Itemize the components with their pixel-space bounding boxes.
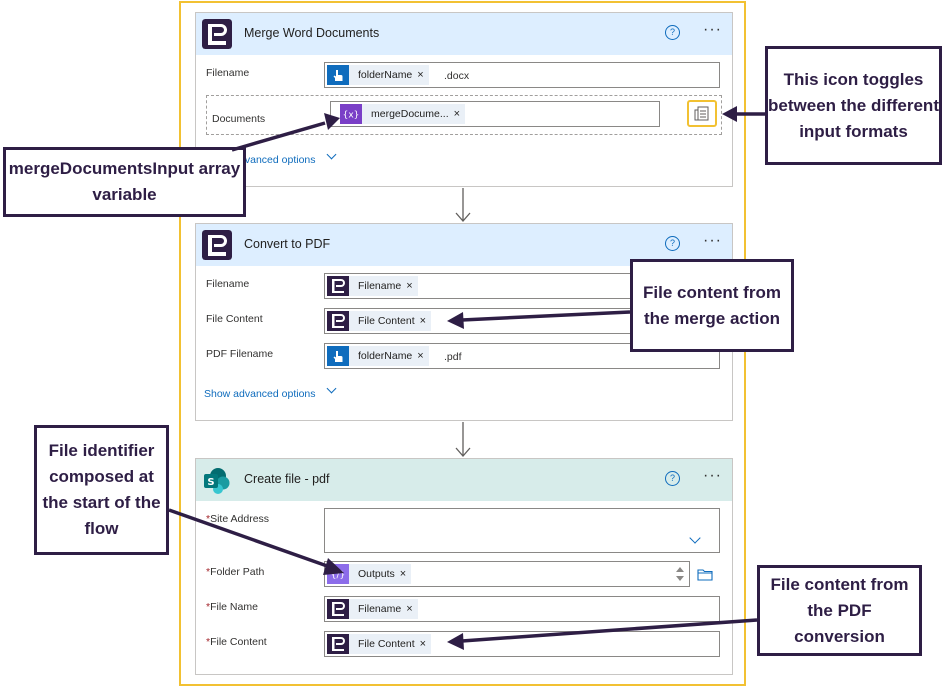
filename-token[interactable]: Filename × <box>327 599 418 619</box>
token-label: File Content <box>358 315 415 327</box>
required-mark: * <box>206 636 211 648</box>
site-address-dropdown[interactable] <box>324 508 720 553</box>
site-address-label-text: Site Address <box>210 513 270 525</box>
folder-icon[interactable] <box>697 567 713 581</box>
encodian-logo-icon <box>202 19 232 49</box>
filename-field[interactable]: folderName × .docx <box>324 62 720 88</box>
help-icon[interactable]: ? <box>665 25 680 40</box>
encodian-logo-icon <box>327 599 349 619</box>
more-options-icon[interactable]: ··· <box>703 232 722 249</box>
file-content-label: File Content <box>206 313 263 325</box>
token-label: mergeDocume... <box>371 108 449 120</box>
svg-text:{x}: {x} <box>343 111 360 121</box>
required-mark: * <box>206 601 211 613</box>
annotation-merge-variable: mergeDocumentsInput array variable <box>3 147 246 217</box>
merge-card-title: Merge Word Documents <box>244 26 380 40</box>
token-label: folderName <box>358 350 413 362</box>
annotation-toggle-icon: This icon toggles between the different … <box>765 46 942 165</box>
chevron-down-icon[interactable] <box>689 532 701 544</box>
help-icon[interactable]: ? <box>665 236 680 251</box>
remove-token-icon[interactable]: × <box>399 568 407 580</box>
variable-icon: {x} <box>340 104 362 124</box>
required-mark: * <box>206 566 211 578</box>
folder-path-field[interactable]: {/} Outputs × <box>324 561 690 587</box>
file-content-token[interactable]: File Content × <box>327 311 432 331</box>
filename-suffix: .docx <box>444 70 470 82</box>
token-label: Filename <box>358 603 402 615</box>
encodian-logo-icon <box>327 634 349 654</box>
folder-path-label: *Folder Path <box>206 566 264 578</box>
folder-path-label-text: Folder Path <box>210 566 265 578</box>
remove-token-icon[interactable]: × <box>417 350 424 362</box>
remove-token-icon[interactable]: × <box>406 603 413 615</box>
toggle-input-mode-icon <box>694 106 709 121</box>
token-label: folderName <box>358 69 413 81</box>
stepper-icon[interactable] <box>675 565 685 583</box>
show-advanced-options-link[interactable]: Show advanced options <box>204 388 316 400</box>
file-content-label-text: File Content <box>210 636 267 648</box>
encodian-logo-icon <box>327 311 349 331</box>
svg-text:S: S <box>207 477 214 488</box>
remove-token-icon[interactable]: × <box>417 69 424 81</box>
encodian-logo-icon <box>202 230 232 260</box>
more-options-icon[interactable]: ··· <box>703 21 722 38</box>
merge-word-documents-card: Merge Word Documents ? ··· Filename fold… <box>195 12 733 187</box>
filename-label: Filename <box>206 278 250 290</box>
manual-trigger-icon <box>327 346 349 366</box>
file-name-label-text: File Name <box>210 601 258 613</box>
file-content-label: *File Content <box>206 636 267 648</box>
sharepoint-logo-icon: S <box>204 468 230 494</box>
remove-token-icon[interactable]: × <box>419 638 427 650</box>
foldername-token[interactable]: folderName × <box>327 65 429 85</box>
toggle-input-mode-button[interactable] <box>687 100 717 127</box>
token-label: Outputs <box>358 568 395 580</box>
documents-field[interactable]: {x} mergeDocume... × <box>330 101 660 127</box>
site-address-label: *Site Address <box>206 513 269 525</box>
remove-token-icon[interactable]: × <box>453 108 461 120</box>
documents-field-group <box>206 95 722 135</box>
create-file-card: S Create file - pdf ? ··· *Site Address … <box>195 458 733 675</box>
pdf-filename-suffix: .pdf <box>444 351 462 363</box>
remove-token-icon[interactable]: × <box>406 280 413 292</box>
help-icon[interactable]: ? <box>665 471 680 486</box>
chevron-down-icon[interactable] <box>326 383 337 394</box>
outputs-token[interactable]: {/} Outputs × <box>327 564 412 584</box>
pdf-filename-label: PDF Filename <box>206 348 274 360</box>
token-label: File Content <box>358 638 415 650</box>
more-options-icon[interactable]: ··· <box>703 467 722 484</box>
annotation-pdf-content: File content from the PDF conversion <box>757 565 922 656</box>
mergedocumentsinput-token[interactable]: {x} mergeDocume... × <box>340 104 466 124</box>
chevron-down-icon[interactable] <box>326 149 337 160</box>
file-content-field[interactable]: File Content × <box>324 631 720 657</box>
file-name-label: *File Name <box>206 601 258 613</box>
create-card-header[interactable]: S Create file - pdf ? ··· <box>196 459 732 501</box>
foldername-token[interactable]: folderName × <box>327 346 429 366</box>
remove-token-icon[interactable]: × <box>419 315 427 327</box>
filename-label: Filename <box>206 67 250 79</box>
merge-card-header[interactable]: Merge Word Documents ? ··· <box>196 13 732 55</box>
manual-trigger-icon <box>327 65 349 85</box>
encodian-logo-icon <box>327 276 349 296</box>
convert-card-title: Convert to PDF <box>244 237 331 251</box>
documents-label: Documents <box>212 113 266 125</box>
annotation-merge-content: File content from the merge action <box>630 259 794 352</box>
annotation-file-identifier: File identifier composed at the start of… <box>34 425 169 555</box>
file-name-field[interactable]: Filename × <box>324 596 720 622</box>
svg-text:{/}: {/} <box>331 571 345 581</box>
filename-token[interactable]: Filename × <box>327 276 418 296</box>
file-content-token[interactable]: File Content × <box>327 634 432 654</box>
compose-expression-icon: {/} <box>327 564 349 584</box>
token-label: Filename <box>358 280 402 292</box>
create-card-title: Create file - pdf <box>244 472 330 486</box>
